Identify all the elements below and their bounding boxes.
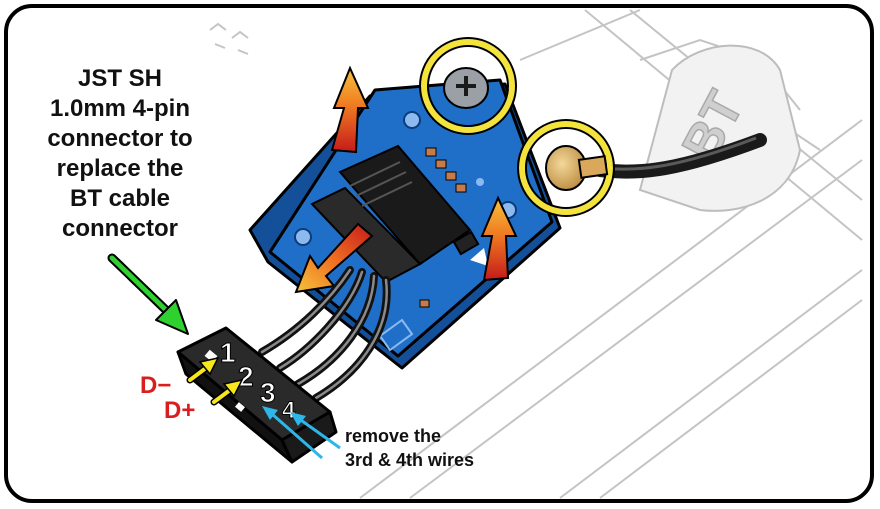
green-arrow <box>107 253 189 335</box>
callout-line-6: connector <box>62 215 178 242</box>
callout-line-4: replace the <box>57 155 184 182</box>
screw-highlight-circle <box>421 39 515 133</box>
pin-labels: 1 2 3 4 <box>220 337 297 425</box>
remove-note-line-2: 3rd & 4th wires <box>345 450 474 470</box>
wire-bundle <box>258 266 391 402</box>
connector-callout: JST SH 1.0mm 4-pin connector to replace … <box>47 65 192 242</box>
callout-line-5: BT cable <box>70 185 170 212</box>
remove-note: remove the 3rd & 4th wires <box>345 426 474 470</box>
d-minus-label: D− <box>140 372 171 399</box>
lift-arrow-right <box>480 195 518 282</box>
signal-labels: D− D+ <box>140 372 196 425</box>
lift-arrows <box>294 65 518 294</box>
callout-line-2: 1.0mm 4-pin <box>50 95 190 122</box>
signal-arrows <box>186 356 244 406</box>
d-plus-label: D+ <box>164 397 195 424</box>
jst-plug <box>176 326 338 464</box>
callout-line-3: connector to <box>47 125 192 152</box>
remove-note-line-1: remove the <box>345 426 441 446</box>
lift-arrow-left <box>330 65 370 154</box>
pin-4-label: 4 <box>282 397 296 424</box>
remove-arrows <box>262 406 341 460</box>
bt-bracket: BT <box>638 44 802 212</box>
screw <box>419 37 517 135</box>
pull-arrow <box>294 222 374 294</box>
callout-line-1: JST SH <box>78 65 162 92</box>
pin-1-label: 1 <box>220 337 236 368</box>
antenna-connector <box>517 119 615 217</box>
antenna-highlight-circle <box>519 121 613 215</box>
pin-3-label: 3 <box>260 377 276 408</box>
pin-2-label: 2 <box>238 361 254 392</box>
